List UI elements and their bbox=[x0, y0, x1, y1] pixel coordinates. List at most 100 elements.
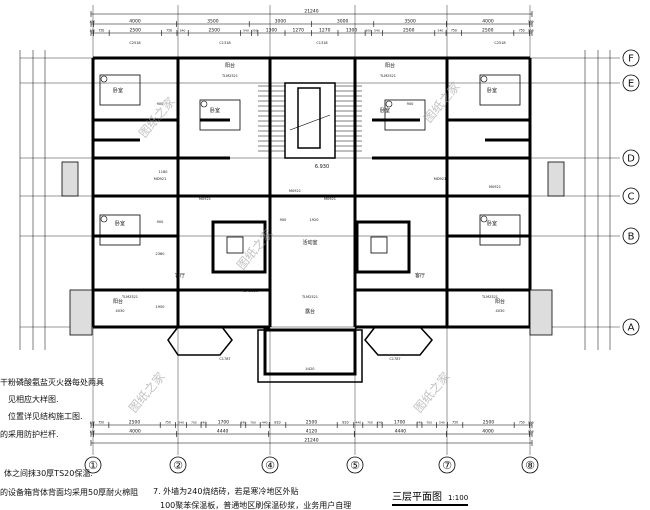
dimension-text: 2500 bbox=[403, 28, 415, 34]
room-label: 阳台 bbox=[225, 62, 235, 69]
dimension-text: 750 bbox=[98, 421, 104, 425]
dimension-text: 300 bbox=[252, 29, 258, 33]
dimension-text: 700 bbox=[367, 421, 373, 425]
title-text: 三层平面图 bbox=[392, 492, 442, 503]
dimension-text: 120 bbox=[528, 421, 534, 425]
axis-label: ⑦ bbox=[442, 459, 452, 472]
dimension-text: 240 bbox=[240, 421, 246, 425]
dimension-text: 750 bbox=[519, 421, 525, 425]
room-label: 阳台 bbox=[113, 298, 123, 305]
dimension-text: 2500 bbox=[209, 28, 221, 34]
axis-bubble bbox=[84, 456, 102, 474]
inner-dimension: 1180 bbox=[159, 170, 168, 174]
balcony-parapet bbox=[69, 289, 93, 336]
dimension-text: 540 bbox=[439, 421, 445, 425]
axis-label: C bbox=[628, 192, 635, 203]
watermark: 图纸之家 bbox=[135, 94, 177, 140]
stair-break-line bbox=[289, 114, 331, 131]
opening-tag: C2518 bbox=[494, 41, 505, 45]
coffee-table bbox=[370, 236, 388, 254]
dimension-text: 700 bbox=[426, 421, 432, 425]
opening-tag: TLM2521 bbox=[221, 74, 238, 78]
dimension-text: 1270 bbox=[319, 28, 331, 34]
axis-label: B bbox=[628, 232, 635, 243]
dimension-text: 2500 bbox=[306, 420, 318, 426]
room-label: 客厅 bbox=[415, 272, 425, 279]
bed bbox=[384, 99, 426, 131]
dimension-text: 540 bbox=[438, 29, 444, 33]
dimension-text: 4120 bbox=[306, 429, 318, 435]
dimension-text: 440 bbox=[355, 421, 361, 425]
axis-bubble bbox=[261, 456, 279, 474]
room-label: 卧室 bbox=[380, 107, 390, 114]
bay-window bbox=[364, 326, 433, 356]
dimension-text: 440 bbox=[262, 421, 268, 425]
dimension-text: 810 bbox=[342, 421, 348, 425]
axis-bubble bbox=[438, 456, 456, 474]
dimension-text: 540 bbox=[178, 421, 184, 425]
axis-bubble bbox=[622, 227, 640, 245]
inner-dimension: 900 bbox=[280, 218, 287, 222]
dimension-text: 4440 bbox=[217, 429, 229, 435]
inner-dimension: 4420 bbox=[306, 367, 315, 371]
axis-bubble bbox=[622, 318, 640, 336]
bed bbox=[199, 99, 241, 131]
room-label: 卧室 bbox=[210, 107, 220, 114]
note-line: 见相应大样图. bbox=[8, 395, 59, 404]
note-line: 体之间抹30厚TS20保温. bbox=[4, 469, 93, 478]
dimension-text: 3000 bbox=[275, 19, 287, 25]
dimension-text: 2500 bbox=[483, 420, 495, 426]
watermark: 图纸之家 bbox=[410, 369, 452, 415]
dimension-text: 750 bbox=[98, 29, 104, 33]
dimension-text: 120 bbox=[528, 29, 534, 33]
axis-label: ⑧ bbox=[525, 459, 535, 472]
balcony-parapet bbox=[61, 161, 79, 197]
bay-window bbox=[167, 326, 233, 356]
room-label: 活动室 bbox=[302, 239, 317, 246]
axis-label: ② bbox=[173, 459, 183, 472]
dimension-text: 1300 bbox=[266, 28, 278, 34]
opening-tag: TLM2521 bbox=[241, 289, 258, 293]
dimension-text: 2500 bbox=[482, 28, 494, 34]
dimension-text: 4000 bbox=[482, 429, 494, 435]
note-line: 100聚苯保温板，普通地区刷保温砂浆，业务用户自理 bbox=[160, 501, 352, 510]
inner-dimension: 4030 bbox=[116, 309, 125, 313]
room-label: 卧室 bbox=[115, 220, 125, 227]
axis-label: F bbox=[628, 54, 634, 65]
inner-dimension: 900 bbox=[157, 102, 164, 106]
dimension-text: 4000 bbox=[129, 429, 141, 435]
dimension-text: 750 bbox=[165, 421, 171, 425]
room-label: 卧室 bbox=[487, 220, 497, 227]
opening-tag: MD921 bbox=[434, 177, 446, 181]
opening-tag: MD921 bbox=[154, 177, 166, 181]
inner-dimension: 4030 bbox=[496, 309, 505, 313]
bed bbox=[99, 214, 141, 246]
opening-tag: C2518 bbox=[129, 41, 140, 45]
balcony-parapet bbox=[529, 289, 553, 336]
dimension-text: 1300 bbox=[346, 28, 358, 34]
bed bbox=[99, 74, 141, 106]
axis-bubble bbox=[346, 456, 364, 474]
opening-tag: M0921 bbox=[199, 197, 211, 201]
dimension-text: 1700 bbox=[218, 420, 230, 426]
watermark: 图纸之家 bbox=[125, 369, 167, 415]
dimension-text: 120 bbox=[89, 20, 95, 24]
dimension-text: 3000 bbox=[337, 19, 349, 25]
axis-label: E bbox=[628, 79, 634, 90]
dimension-text: 3500 bbox=[207, 19, 219, 25]
dimension-text: 240 bbox=[201, 421, 207, 425]
inner-dimension: 900 bbox=[407, 102, 414, 106]
inner-dimension: 900 bbox=[157, 220, 164, 224]
dimension-text: 240 bbox=[417, 421, 423, 425]
dimension-text: 2500 bbox=[129, 28, 141, 34]
inner-dimension: 1950 bbox=[156, 305, 165, 309]
dimension-text: 300 bbox=[365, 29, 371, 33]
opening-tag: TLM2521 bbox=[301, 295, 318, 299]
dimension-text: 120 bbox=[528, 430, 534, 434]
watermark: 图纸之家 bbox=[420, 79, 462, 125]
opening-tag: TLM2521 bbox=[379, 74, 396, 78]
stair-handrail bbox=[297, 87, 321, 149]
dimension-text: 540 bbox=[374, 29, 380, 33]
